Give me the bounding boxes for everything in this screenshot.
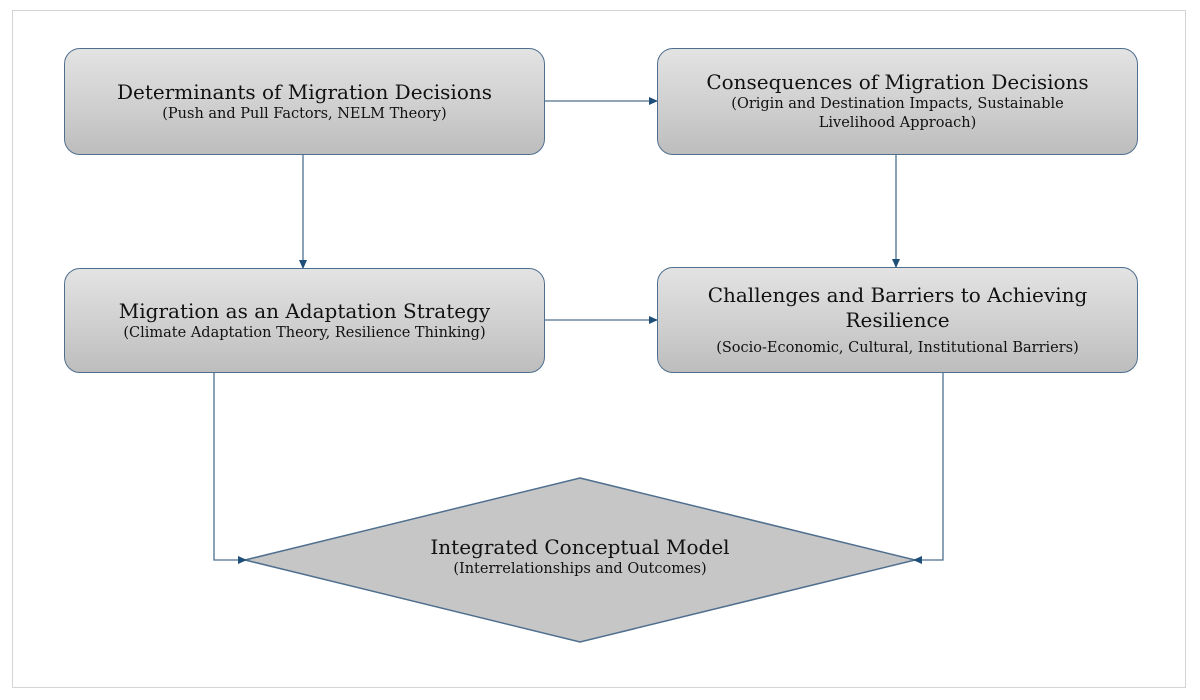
adaptation-subtitle: (Climate Adaptation Theory, Resilience T…	[123, 324, 486, 341]
integrated-model-diamond	[244, 477, 916, 643]
adaptation-box: Migration as an Adaptation Strategy (Cli…	[64, 268, 545, 373]
integrated-model-title: Integrated Conceptual Model	[430, 535, 730, 559]
adaptation-title: Migration as an Adaptation Strategy	[118, 298, 491, 323]
integrated-model-label: Integrated Conceptual Model (Interrelati…	[330, 535, 830, 579]
consequences-title: Consequences of Migration Decisions	[706, 70, 1089, 94]
determinants-subtitle: (Push and Pull Factors, NELM Theory)	[162, 105, 447, 122]
challenges-subtitle: (Socio-Economic, Cultural, Institutional…	[716, 339, 1079, 356]
edge-challenges-to-model	[913, 373, 944, 564]
challenges-box: Challenges and Barriers to Achieving Res…	[657, 267, 1138, 373]
determinants-box: Determinants of Migration Decisions (Pus…	[64, 48, 545, 155]
integrated-model-subtitle: (Interrelationships and Outcomes)	[453, 561, 707, 577]
diagram-frame	[12, 10, 1186, 688]
determinants-title: Determinants of Migration Decisions	[117, 79, 492, 104]
consequences-box: Consequences of Migration Decisions (Ori…	[657, 48, 1138, 155]
challenges-title: Challenges and Barriers to Achieving Res…	[707, 282, 1088, 332]
edge-adaptation-to-model	[213, 373, 247, 564]
consequences-subtitle: (Origin and Destination Impacts, Sustain…	[731, 96, 1064, 131]
